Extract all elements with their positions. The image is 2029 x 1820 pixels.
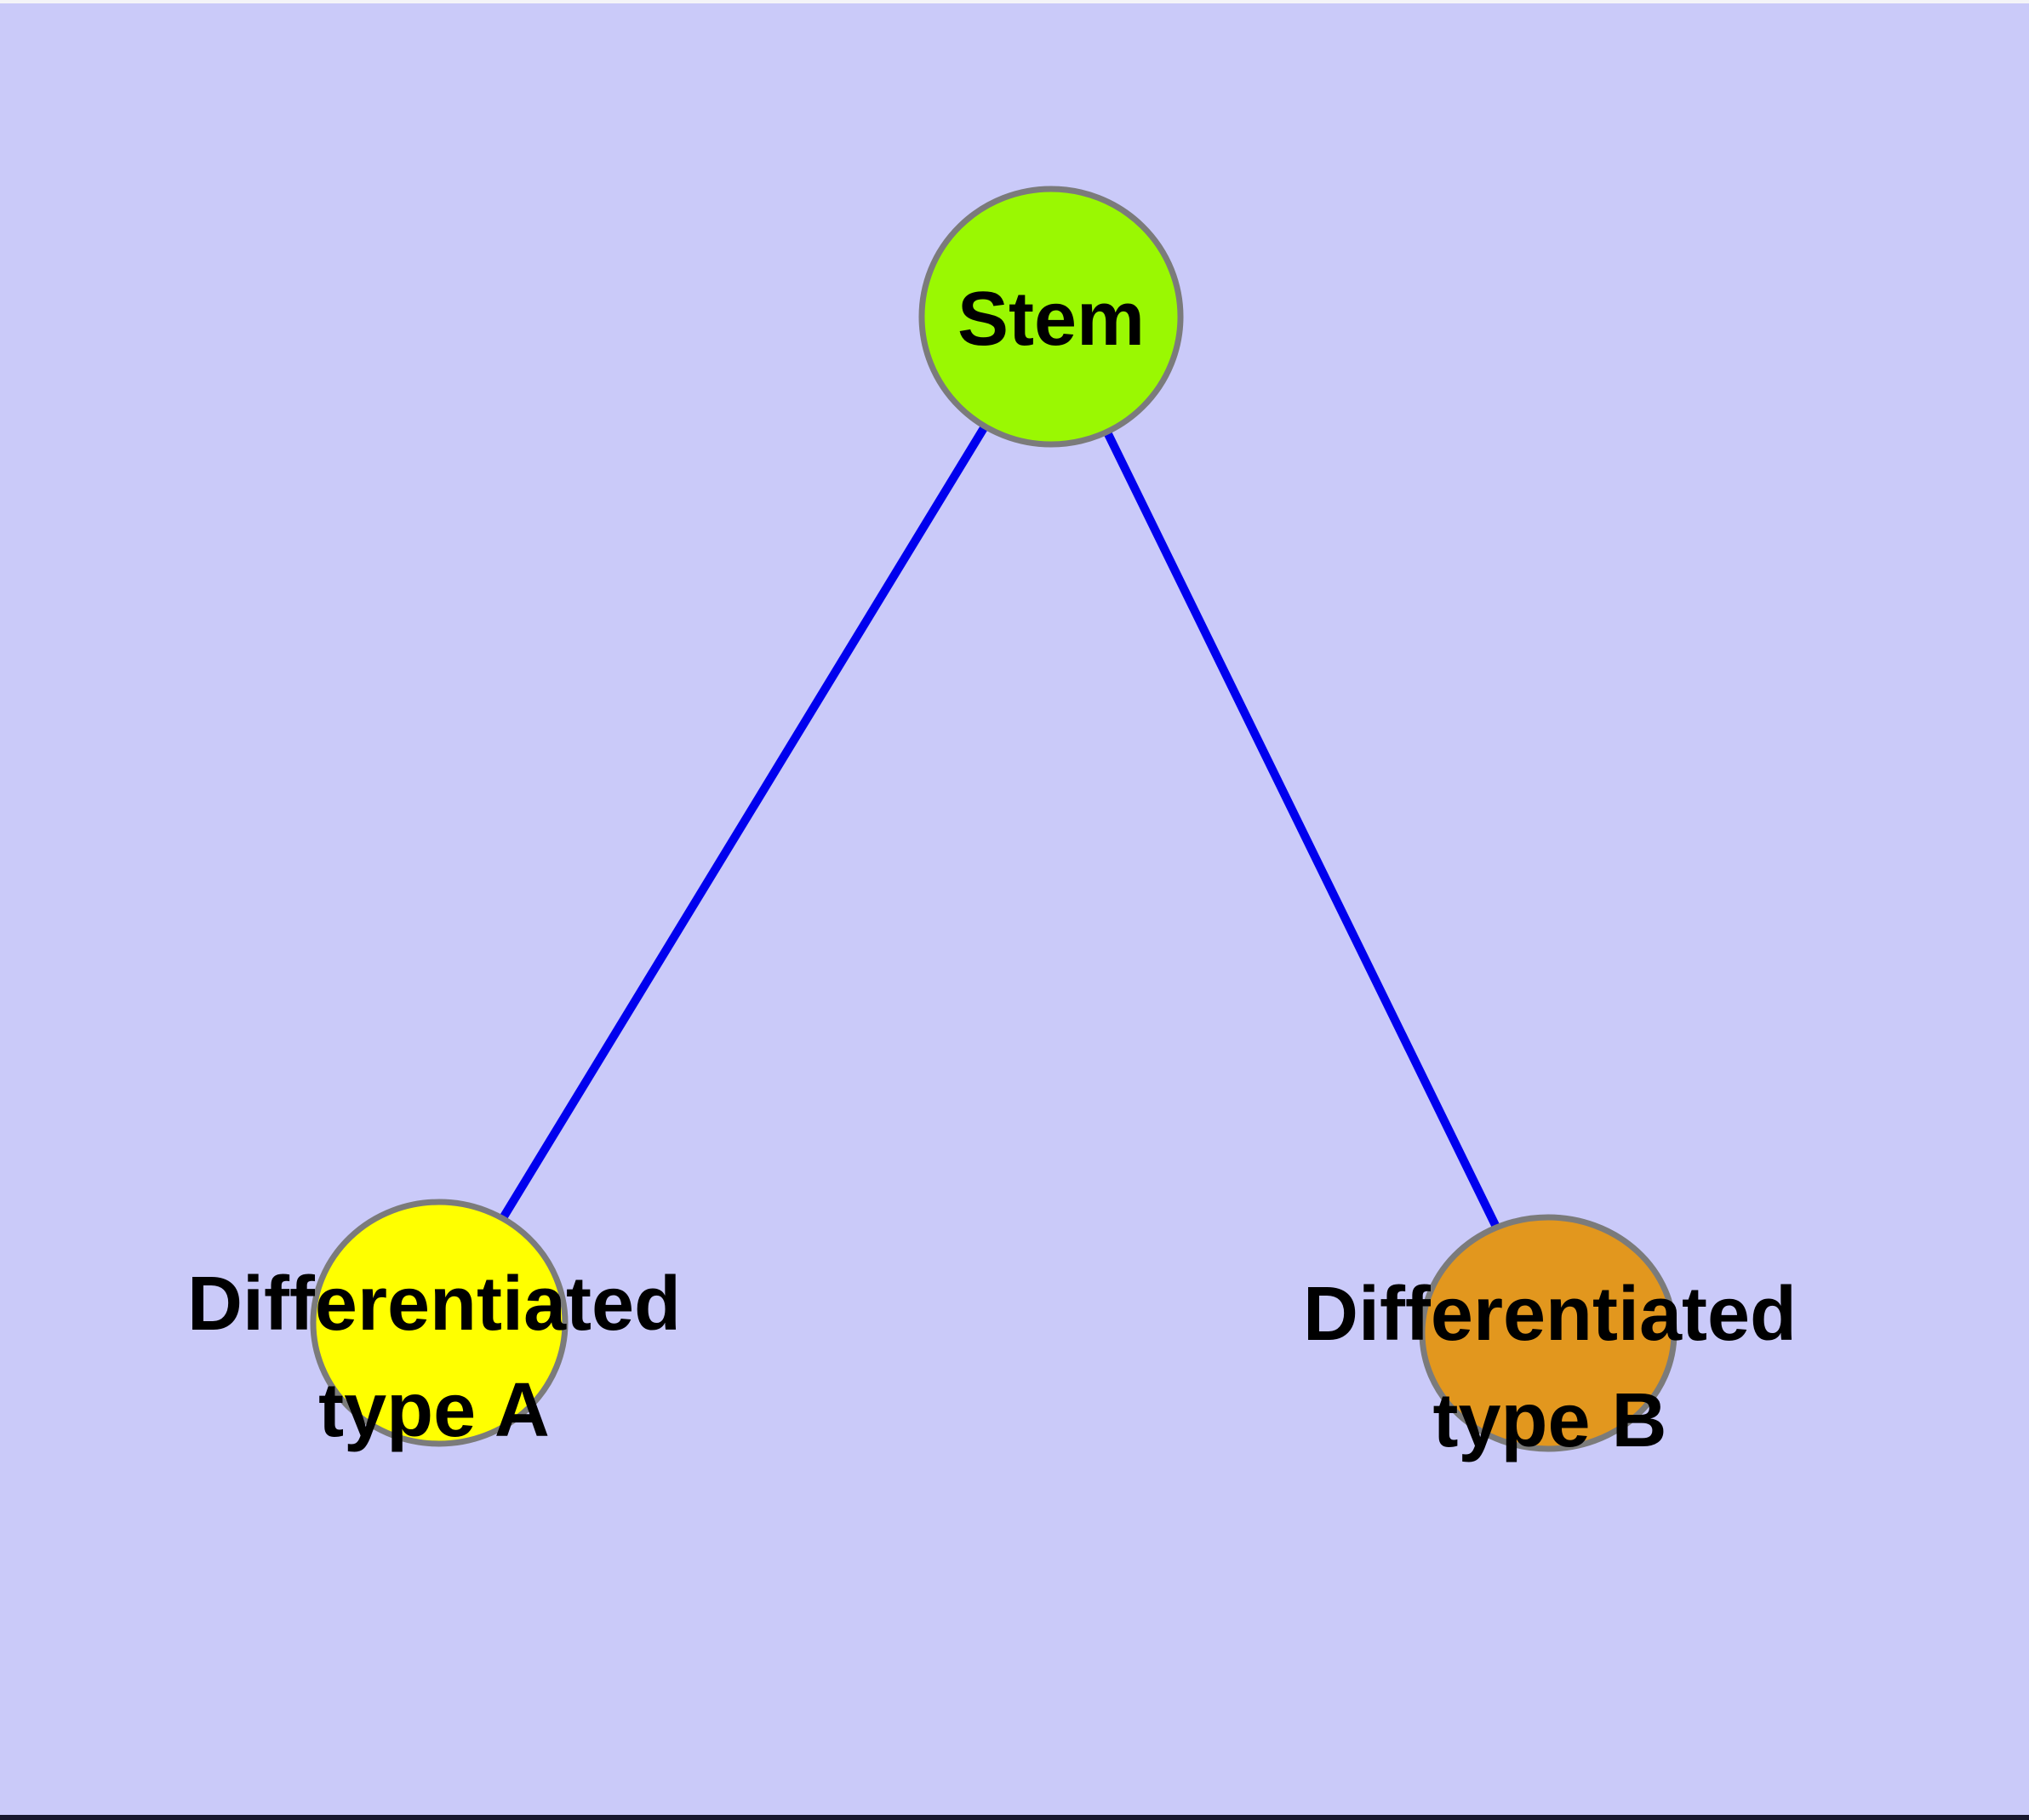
node-stem-label: Stem [957,277,1145,362]
node-type-a-circle[interactable] [310,1199,569,1447]
bottom-edge-strip [0,1815,2029,1820]
node-type-a-label-line2: type A [318,1368,550,1453]
node-type-b-label-line1: Differentiated [1303,1272,1797,1357]
node-type-a-label-line1: Differentiated [187,1262,681,1347]
node-stem-circle[interactable] [918,186,1184,448]
node-type-b-circle[interactable] [1419,1214,1677,1452]
edge-stem-to-type-a [435,315,1055,1325]
top-edge-strip [0,0,2029,3]
edge-stem-to-type-b [1047,315,1552,1336]
node-type-b-label-line2: type B [1432,1378,1666,1463]
